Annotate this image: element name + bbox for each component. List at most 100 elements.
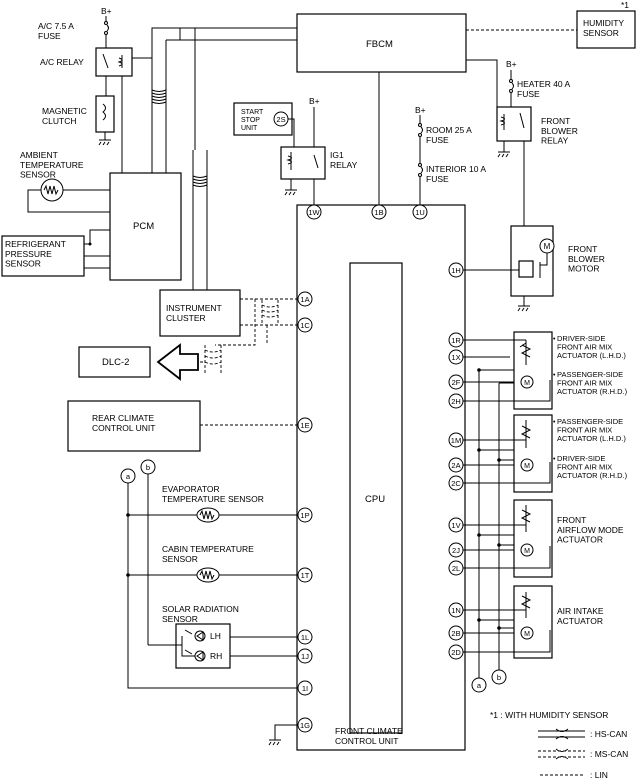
pin-2J: 2J bbox=[448, 542, 464, 558]
svg-text:a: a bbox=[477, 681, 482, 690]
b-plus-heater: B+ bbox=[506, 59, 517, 69]
pin-1X: 1X bbox=[448, 349, 464, 365]
pin-1R: 1R bbox=[448, 332, 464, 348]
legend-hs-can: : HS-CAN bbox=[590, 729, 627, 739]
svg-text:•: • bbox=[553, 336, 556, 343]
svg-text:2F: 2F bbox=[452, 378, 461, 387]
svg-text:b: b bbox=[146, 463, 150, 472]
svg-text:1A: 1A bbox=[300, 295, 309, 304]
svg-text:1M: 1M bbox=[451, 436, 461, 445]
legend-note: *1 : WITH HUMIDITY SENSOR bbox=[490, 710, 608, 720]
twist-pcm-cluster bbox=[192, 175, 208, 187]
pin-1T: 1T bbox=[297, 567, 313, 583]
instrument-cluster-box bbox=[159, 289, 241, 337]
b-plus-ig1: B+ bbox=[309, 96, 320, 106]
svg-text:1R: 1R bbox=[451, 336, 461, 345]
pin-1U: 1U bbox=[412, 204, 428, 220]
svg-text:M: M bbox=[524, 548, 530, 555]
actuator-group-4 bbox=[513, 585, 553, 659]
start-stop-pin: 2S bbox=[276, 115, 285, 124]
pin-1M: 1M bbox=[448, 432, 464, 448]
fbcm-label: FBCM bbox=[366, 39, 393, 50]
actuator-group-1 bbox=[513, 331, 553, 410]
svg-text:M: M bbox=[524, 463, 530, 470]
svg-text:b: b bbox=[497, 673, 501, 682]
legend-lin: : LIN bbox=[590, 770, 608, 780]
footnote-mark: *1 bbox=[621, 0, 629, 10]
svg-text:1V: 1V bbox=[451, 521, 460, 530]
svg-text:1N: 1N bbox=[451, 606, 461, 615]
b-plus-room: B+ bbox=[415, 105, 426, 115]
pcm-label: PCM bbox=[133, 221, 154, 232]
cpu-box bbox=[349, 262, 403, 734]
twist-ms-can-cluster bbox=[261, 300, 279, 325]
actuator-group-3 bbox=[513, 499, 553, 578]
cpu-label: CPU bbox=[365, 494, 385, 505]
pin-1C: 1C bbox=[297, 317, 313, 333]
dlc2-label: DLC-2 bbox=[102, 357, 129, 368]
svg-text:1T: 1T bbox=[301, 571, 310, 580]
pin-1J: 1J bbox=[297, 648, 313, 664]
refrigerant-sensor-box bbox=[1, 235, 85, 277]
svg-text:1P: 1P bbox=[300, 511, 309, 520]
pin-1W: 1W bbox=[306, 204, 322, 220]
dlc2-arrow bbox=[156, 343, 199, 381]
svg-text:a: a bbox=[126, 472, 131, 481]
svg-text:•: • bbox=[553, 372, 556, 379]
svg-text:M: M bbox=[524, 631, 530, 638]
ig1-relay-box bbox=[280, 146, 326, 180]
pin-1L: 1L bbox=[297, 629, 313, 645]
pin-2D: 2D bbox=[448, 644, 464, 660]
svg-text:1L: 1L bbox=[301, 633, 309, 642]
pin-1I: 1I bbox=[297, 680, 313, 696]
svg-text:2D: 2D bbox=[451, 648, 461, 657]
svg-text:1I: 1I bbox=[302, 684, 308, 693]
humidity-sensor-box bbox=[576, 10, 636, 49]
svg-text:M: M bbox=[544, 242, 551, 251]
fbcm-box bbox=[296, 13, 467, 73]
pin-1E: 1E bbox=[297, 417, 313, 433]
pin-1P: 1P bbox=[297, 507, 313, 523]
pin-2C: 2C bbox=[448, 475, 464, 491]
pin-2F: 2F bbox=[448, 374, 464, 390]
svg-text:1C: 1C bbox=[300, 321, 310, 330]
pin-1B: 1B bbox=[371, 204, 387, 220]
twist-pcm-fbcm bbox=[151, 89, 167, 104]
bus-b-marker-right bbox=[491, 669, 507, 685]
pin-1G: 1G bbox=[297, 717, 313, 733]
svg-text:•: • bbox=[553, 419, 556, 426]
pin-1H: 1H bbox=[448, 262, 464, 278]
svg-text:1W: 1W bbox=[308, 208, 320, 217]
bus-a-marker-right bbox=[471, 677, 487, 693]
twist-ms-can-dlc bbox=[204, 345, 222, 375]
pin-2A: 2A bbox=[448, 457, 464, 473]
solar-sensor-box bbox=[175, 623, 231, 669]
pin-2B: 2B bbox=[448, 625, 464, 641]
legend-ms-can: : MS-CAN bbox=[590, 749, 628, 759]
pin-1V: 1V bbox=[448, 517, 464, 533]
actuator-group-2 bbox=[513, 414, 553, 493]
pcm-box bbox=[109, 172, 182, 281]
svg-text:1X: 1X bbox=[451, 353, 460, 362]
svg-text:1H: 1H bbox=[451, 266, 461, 275]
